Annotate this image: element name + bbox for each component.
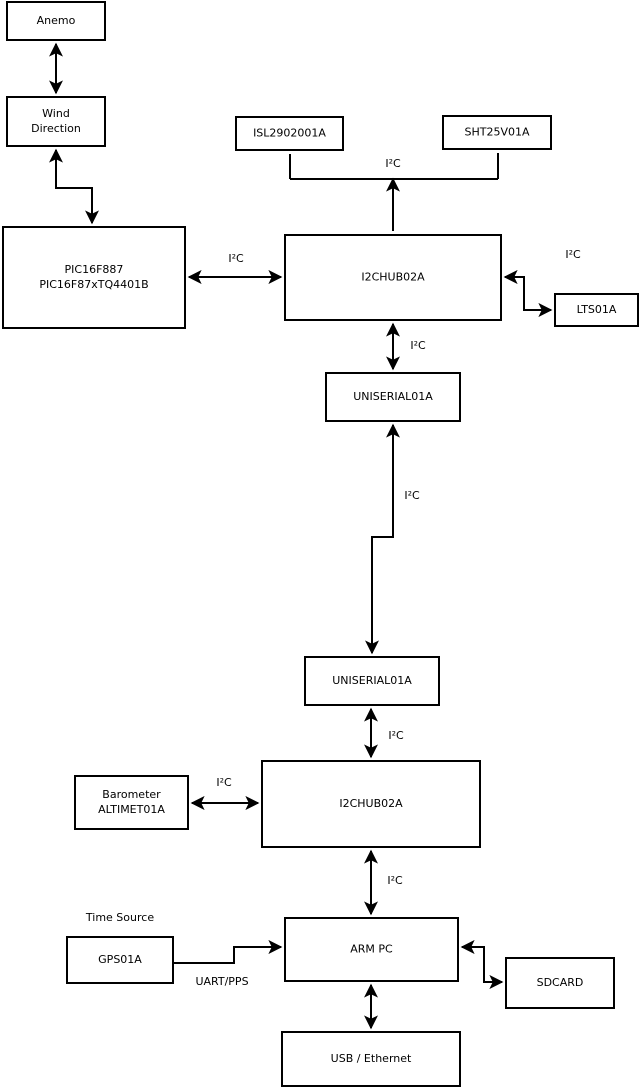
edge-label: I²C <box>388 729 404 742</box>
node-label: SDCARD <box>537 976 584 989</box>
edge-label: I²C <box>565 248 581 261</box>
edges-layer: I²C I²C I²C I²C I²C I²C I²C I²C UART/PPS <box>49 42 581 1030</box>
label-time-source: Time Source <box>85 911 154 924</box>
node-label: LTS01A <box>577 303 617 316</box>
node-label: SHT25V01A <box>464 126 529 139</box>
edge-label: I²C <box>387 874 403 887</box>
node-box[interactable] <box>304 656 440 706</box>
node-box[interactable] <box>325 372 461 422</box>
edge-label: I²C <box>216 776 232 789</box>
node-arm-pc[interactable]: ARM PC <box>284 917 459 982</box>
node-box[interactable] <box>6 1 106 41</box>
node-label: UNISERIAL01A <box>353 390 433 403</box>
edge-label: UART/PPS <box>195 975 248 988</box>
node-box[interactable] <box>281 1031 461 1087</box>
edge-armpc-sdcard <box>460 940 504 989</box>
node-label: Barometer <box>102 788 161 801</box>
edge-barometer-i2chub-bot: I²C <box>190 776 260 810</box>
edge-i2chub-top-uniserial1: I²C <box>386 322 426 371</box>
node-label: Wind <box>42 107 70 120</box>
edge-gps-armpc: UART/PPS <box>174 940 283 988</box>
node-box[interactable] <box>66 936 174 984</box>
edge-i2chub-bot-armpc: I²C <box>364 849 403 916</box>
edge-segment <box>365 423 400 655</box>
node-box[interactable] <box>284 917 459 982</box>
node-box[interactable] <box>6 96 106 147</box>
node-sht25v01a[interactable]: SHT25V01A <box>442 115 552 150</box>
edge-label: I²C <box>404 489 420 502</box>
node-box[interactable] <box>2 226 186 329</box>
edge-segment <box>503 270 553 317</box>
node-lts01a[interactable]: LTS01A <box>554 293 639 327</box>
edge-i2chub-top-sensors: I²C <box>289 153 499 231</box>
edge-segment <box>460 940 504 989</box>
node-box[interactable] <box>442 115 552 150</box>
edge-winddir-pic <box>49 148 99 225</box>
edge-label: I²C <box>228 252 244 265</box>
node-box[interactable] <box>505 957 615 1009</box>
node-anemo[interactable]: Anemo <box>6 1 106 41</box>
node-uniserial-2[interactable]: UNISERIAL01A <box>304 656 440 706</box>
edge-segment <box>174 940 283 964</box>
node-label: GPS01A <box>98 953 142 966</box>
node-usb-ethernet[interactable]: USB / Ethernet <box>281 1031 461 1087</box>
node-box[interactable] <box>74 775 189 830</box>
edge-segment <box>49 148 99 225</box>
node-label: I2CHUB02A <box>361 271 425 284</box>
node-label: PIC16F887 <box>65 263 124 276</box>
node-gps01a[interactable]: GPS01A <box>66 936 174 984</box>
node-label: I2CHUB02A <box>339 797 403 810</box>
node-sdcard[interactable]: SDCARD <box>505 957 615 1009</box>
node-box[interactable] <box>284 234 502 321</box>
node-box[interactable] <box>261 760 481 848</box>
node-label: PIC16F87xTQ4401B <box>39 278 148 291</box>
node-i2chub-top[interactable]: I2CHUB02A <box>284 234 502 321</box>
edge-pic-i2chub-top: I²C <box>187 252 283 284</box>
edge-uniserial2-i2chub-bot: I²C <box>364 707 404 759</box>
node-label: ALTIMET01A <box>98 803 165 816</box>
node-box[interactable] <box>554 293 639 327</box>
node-uniserial-1[interactable]: UNISERIAL01A <box>325 372 461 422</box>
edge-uniserial1-uniserial2: I²C <box>365 423 420 655</box>
node-i2chub-bot[interactable]: I2CHUB02A <box>261 760 481 848</box>
node-label: Anemo <box>37 14 76 27</box>
node-label: Direction <box>31 122 81 135</box>
edge-i2chub-top-lts01a: I²C <box>503 248 581 317</box>
node-label: USB / Ethernet <box>331 1052 412 1065</box>
edge-label: I²C <box>410 339 426 352</box>
node-label: ARM PC <box>350 943 393 956</box>
free-labels-layer: Time Source <box>85 911 154 924</box>
edge-label: I²C <box>385 157 401 170</box>
node-label: UNISERIAL01A <box>332 674 412 687</box>
node-label: ISL2902001A <box>253 127 326 140</box>
node-isl2902001a[interactable]: ISL2902001A <box>235 116 344 151</box>
node-box[interactable] <box>235 116 344 151</box>
